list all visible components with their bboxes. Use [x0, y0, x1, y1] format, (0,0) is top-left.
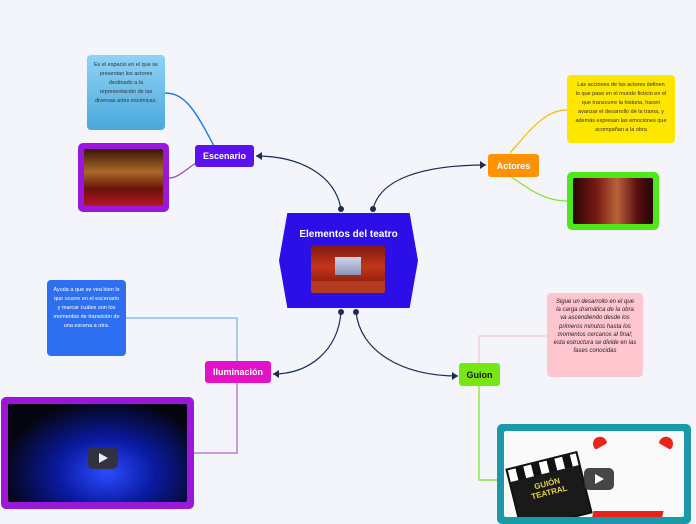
central-topic[interactable]: Elementos del teatro	[279, 213, 418, 308]
topic-guion[interactable]: Guion	[459, 363, 500, 386]
connector-dot	[353, 309, 359, 315]
guion-video[interactable]: GUIÓN TEATRAL	[497, 424, 691, 524]
spotlight-icon	[658, 434, 676, 450]
central-topic-title: Elementos del teatro	[299, 229, 398, 240]
actores-photo[interactable]	[567, 172, 659, 230]
play-icon[interactable]	[584, 468, 614, 490]
note-iluminacion[interactable]: Ayuda a que se vea bien lo que ocurre en…	[47, 280, 126, 356]
note-guion[interactable]: Sigue un desarrollo en el que la carga d…	[547, 293, 643, 377]
iluminacion-video[interactable]	[1, 397, 194, 509]
note-escenario[interactable]: Es el espacio en el que se presentan los…	[87, 55, 165, 130]
theatre-image	[311, 245, 385, 293]
connector-dot	[338, 309, 344, 315]
escenario-photo[interactable]	[78, 143, 169, 212]
connector-dot	[370, 206, 376, 212]
topic-actores[interactable]: Actores	[488, 154, 539, 177]
spotlight-icon	[590, 434, 608, 450]
topic-iluminacion[interactable]: Iluminación	[205, 361, 271, 383]
topic-escenario[interactable]: Escenario	[195, 145, 254, 167]
clapperboard-image: GUIÓN TEATRAL	[505, 450, 593, 517]
connector-dot	[338, 206, 344, 212]
red-banner	[590, 511, 664, 517]
play-icon[interactable]	[88, 447, 118, 469]
note-actores[interactable]: Las acciones de los actores definen lo q…	[567, 75, 675, 143]
